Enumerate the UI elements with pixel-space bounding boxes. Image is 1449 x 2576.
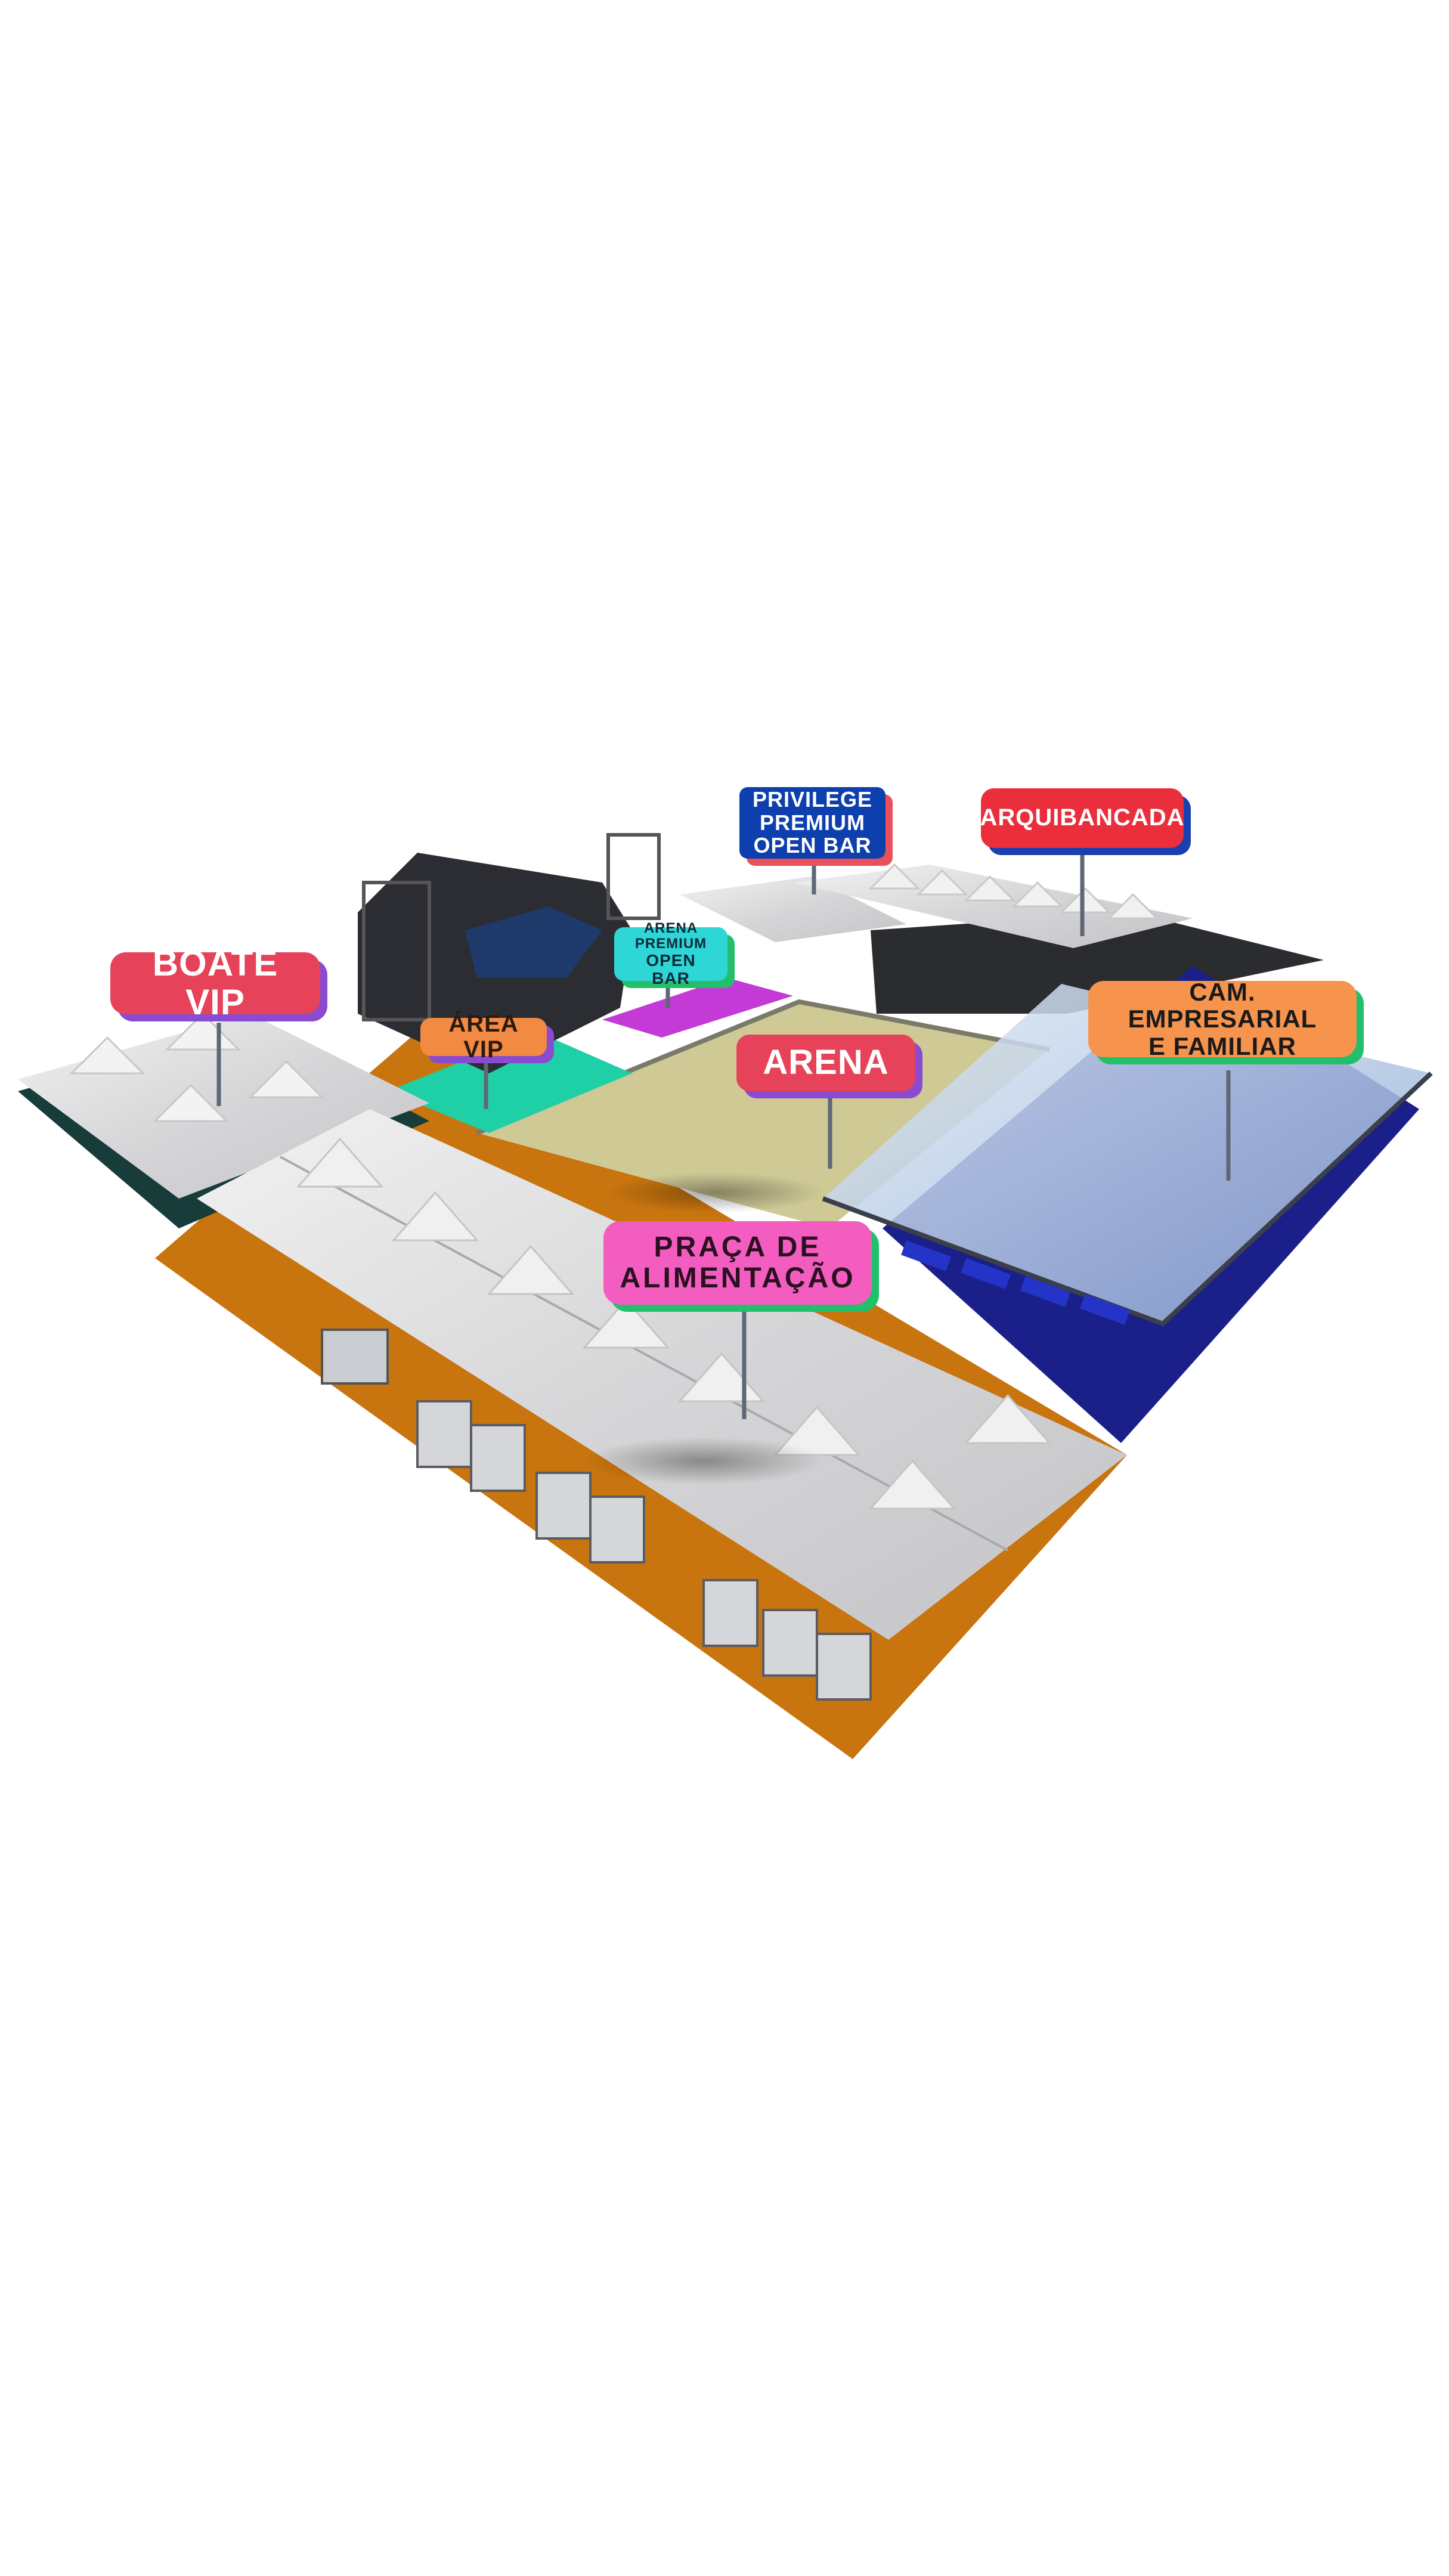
food-court-tent-peaks: [296, 1137, 1052, 1510]
stage-tower-right: [606, 833, 661, 920]
food-stall: [416, 1400, 472, 1468]
label-arquibancada-text: ARQUIBANCADA: [980, 804, 1185, 831]
label-arena-premium: ARENA PREMIUM OPEN BAR: [614, 920, 727, 987]
label-camarote: CAM. EMPRESARIAL E FAMILIAR: [1088, 977, 1357, 1060]
label-boate-vip: BOATE VIP: [110, 944, 320, 1021]
label-privilege-line2: PREMIUM: [760, 810, 865, 835]
label-arena-text: ARENA: [763, 1043, 889, 1082]
tent-peaks-back: [868, 863, 1159, 919]
bleachers: [871, 912, 1324, 1014]
label-arquibancada: ARQUIBANCADA: [980, 788, 1185, 848]
label-praca-line2: ALIMENTAÇÃO: [620, 1262, 856, 1294]
camarote-seating: [901, 1240, 1131, 1325]
food-stall: [702, 1579, 758, 1647]
label-camarote-line2: E FAMILIAR: [1148, 1032, 1296, 1060]
arena-premium-floor: [602, 978, 793, 1038]
tent-shadow: [584, 1437, 823, 1485]
camarote-truss: [822, 1072, 1433, 1327]
food-stall: [589, 1496, 645, 1563]
food-stall: [535, 1472, 592, 1540]
label-camarote-line1: CAM. EMPRESARIAL: [1128, 977, 1317, 1033]
label-privilege: PRIVILEGE PREMIUM OPEN BAR: [739, 787, 886, 859]
label-pins: [216, 850, 1231, 1419]
label-boate-vip-text: BOATE VIP: [152, 943, 278, 1022]
stage-tower-left: [362, 881, 431, 1021]
generator-truck: [321, 1329, 389, 1385]
food-stall: [470, 1424, 526, 1492]
label-arena-premium-line1: ARENA PREMIUM: [634, 919, 707, 952]
area-vip-floor: [388, 1032, 632, 1133]
label-area-vip: ÁREA VIP: [420, 1011, 547, 1063]
food-court-tent-ridge: [280, 1156, 1008, 1552]
label-privilege-line1: PRIVILEGE: [752, 787, 873, 812]
privilege-tent: [680, 877, 906, 942]
label-praca-line1: PRAÇA DE: [654, 1231, 822, 1264]
label-arena-premium-line2: OPEN BAR: [646, 950, 696, 987]
food-stall: [762, 1609, 818, 1677]
label-praca: PRAÇA DE ALIMENTAÇÃO: [603, 1221, 872, 1305]
label-area-vip-text: ÁREA VIP: [448, 1010, 519, 1063]
food-stalls: [416, 1400, 872, 1701]
label-arena: ARENA: [736, 1035, 915, 1091]
camarote-roof: [823, 984, 1431, 1324]
label-privilege-line3: OPEN BAR: [753, 833, 872, 858]
food-stall: [816, 1633, 872, 1701]
arena-shadow: [608, 1172, 823, 1213]
stage-screen: [465, 906, 602, 978]
